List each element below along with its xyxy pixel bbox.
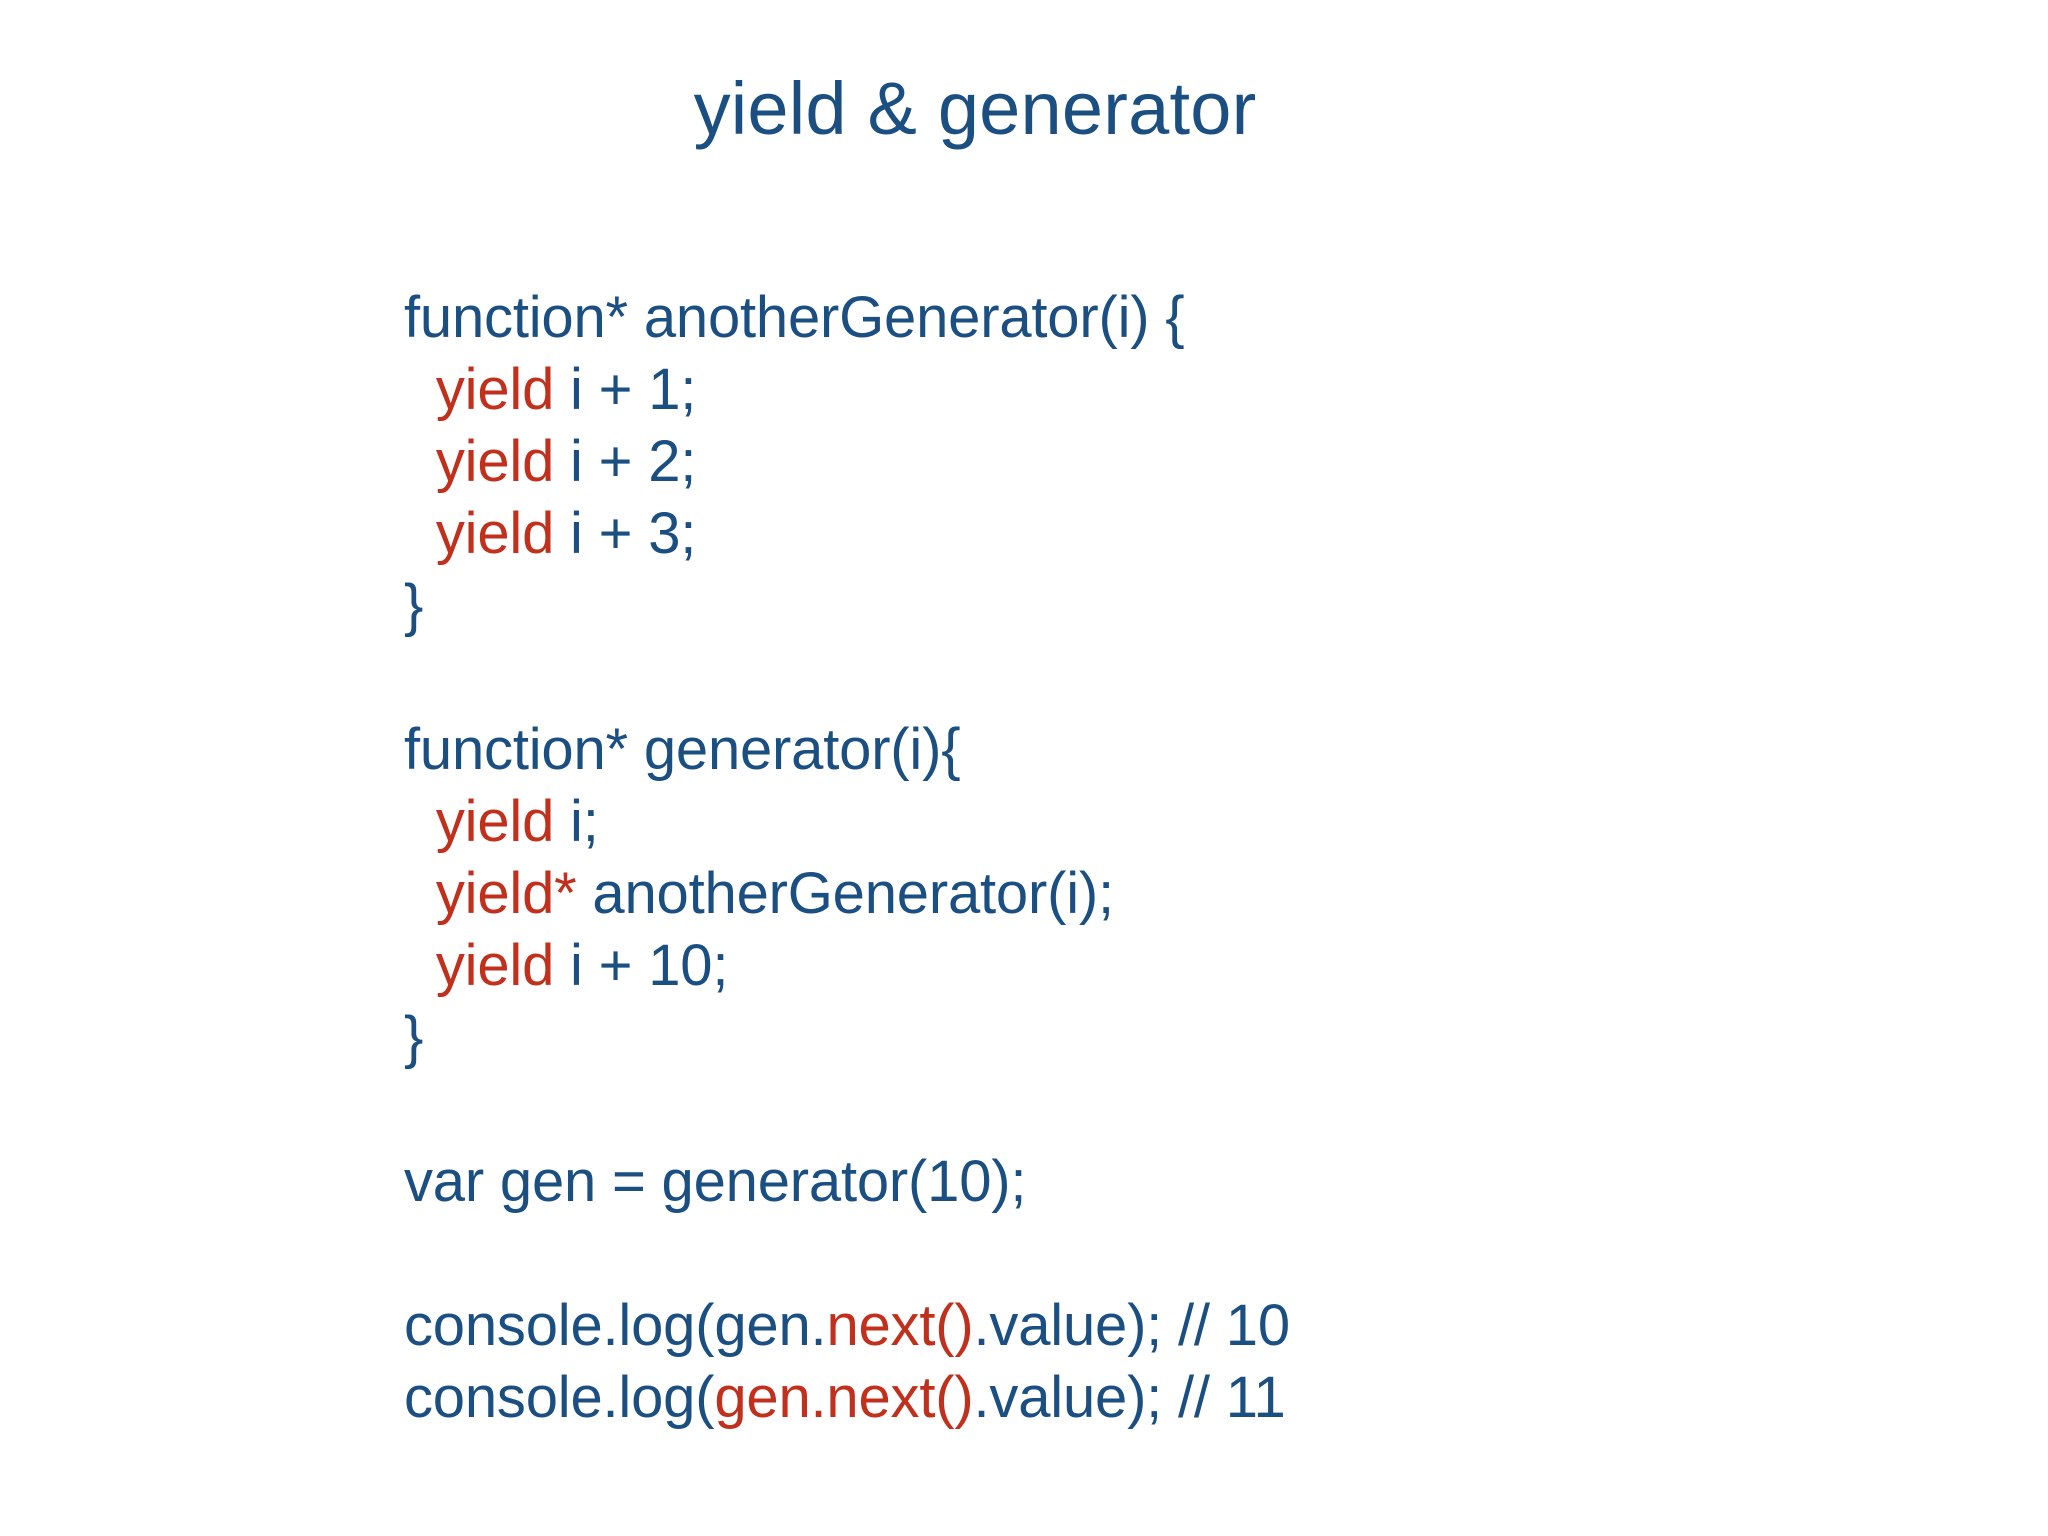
code-plain-token: .value); // 10	[973, 1293, 1291, 1358]
code-plain-token: .value); // 11	[973, 1365, 1286, 1430]
code-line: yield i + 10;	[404, 930, 1290, 1002]
code-line	[404, 1074, 1290, 1146]
code-plain-token: i + 1;	[554, 357, 697, 422]
code-line: yield i + 1;	[404, 354, 1290, 426]
code-line: console.log(gen.next().value); // 10	[404, 1290, 1290, 1362]
code-plain-token: i + 10;	[554, 933, 729, 998]
code-plain-token: anotherGenerator(i);	[576, 861, 1114, 926]
code-line: yield i + 2;	[404, 426, 1290, 498]
code-plain-token	[404, 501, 436, 566]
code-line: function* anotherGenerator(i) {	[404, 282, 1290, 354]
code-line	[404, 642, 1290, 714]
code-block: function* anotherGenerator(i) { yield i …	[404, 282, 1290, 1434]
code-plain-token	[404, 357, 436, 422]
code-plain-token	[404, 789, 436, 854]
code-line	[404, 1218, 1290, 1290]
code-plain-token: function* generator(i){	[404, 717, 961, 782]
code-plain-token	[404, 933, 436, 998]
code-line: yield* anotherGenerator(i);	[404, 858, 1290, 930]
code-line: yield i + 3;	[404, 498, 1290, 570]
code-keyword-token: yield	[435, 429, 555, 494]
code-keyword-token: yield	[435, 933, 555, 998]
code-plain-token: console.log(	[404, 1365, 715, 1430]
code-line: var gen = generator(10);	[404, 1146, 1290, 1218]
code-line: function* generator(i){	[404, 714, 1290, 786]
code-plain-token	[404, 861, 436, 926]
code-plain-token: function* anotherGenerator(i) {	[404, 285, 1185, 350]
code-keyword-token: next()	[826, 1293, 974, 1358]
code-keyword-token: gen.next()	[714, 1365, 974, 1430]
code-keyword-token: yield*	[435, 861, 577, 926]
page-title: yield & generator	[693, 67, 1257, 150]
code-plain-token: i + 3;	[554, 501, 697, 566]
code-line: }	[404, 570, 1290, 642]
code-plain-token: var gen = generator(10);	[404, 1149, 1027, 1214]
code-keyword-token: yield	[435, 357, 555, 422]
code-plain-token	[404, 429, 436, 494]
code-plain-token: }	[404, 573, 424, 638]
code-plain-token: i;	[554, 789, 599, 854]
code-line: console.log(gen.next().value); // 11	[404, 1362, 1290, 1434]
code-plain-token: i + 2;	[554, 429, 697, 494]
code-line: yield i;	[404, 786, 1290, 858]
code-plain-token: console.log(gen.	[404, 1293, 827, 1358]
code-keyword-token: yield	[435, 789, 555, 854]
code-plain-token: }	[404, 1005, 424, 1070]
code-line: }	[404, 1002, 1290, 1074]
code-keyword-token: yield	[435, 501, 555, 566]
